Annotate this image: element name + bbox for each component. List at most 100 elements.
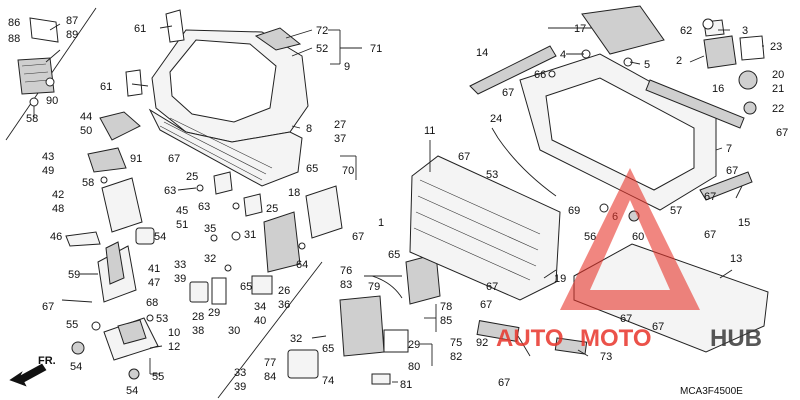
label-39b: 39 xyxy=(234,381,246,393)
label-57: 57 xyxy=(670,205,682,217)
label-2: 2 xyxy=(676,55,682,67)
label-49: 49 xyxy=(42,165,54,177)
bracket-part-25a xyxy=(213,171,233,195)
lamp-lens-part xyxy=(87,147,127,173)
switch-part-81 xyxy=(371,373,391,385)
label-29a: 29 xyxy=(208,307,220,319)
grommet-part xyxy=(29,97,39,107)
cap-part-62 xyxy=(702,18,714,30)
label-37: 37 xyxy=(334,133,346,145)
emblem-part xyxy=(29,17,59,43)
label-67n: 67 xyxy=(652,321,664,333)
label-73: 73 xyxy=(600,351,612,363)
label-91: 91 xyxy=(130,153,142,165)
label-5: 5 xyxy=(644,59,650,71)
label-81: 81 xyxy=(400,379,412,391)
leader-lines xyxy=(33,23,764,383)
label-3: 3 xyxy=(742,25,748,37)
clip-part xyxy=(45,77,55,87)
label-1: 1 xyxy=(378,217,384,229)
label-27: 27 xyxy=(334,119,346,131)
divider-bottom xyxy=(217,261,323,399)
label-63b: 63 xyxy=(198,201,210,213)
inner-tray-floor xyxy=(545,77,695,191)
label-30: 30 xyxy=(228,325,240,337)
label-18: 18 xyxy=(288,187,300,199)
label-71: 71 xyxy=(370,43,382,55)
label-8: 8 xyxy=(306,123,312,135)
label-67e: 67 xyxy=(502,87,514,99)
panel-part-29 xyxy=(211,277,227,305)
switch-part-28 xyxy=(189,281,209,303)
label-29b: 29 xyxy=(408,339,420,351)
nut-part-54b xyxy=(128,368,140,380)
label-48: 48 xyxy=(52,203,64,215)
lamp-bracket-part xyxy=(101,177,143,233)
panel-part-26 xyxy=(263,211,301,273)
label-59: 59 xyxy=(68,269,80,281)
watermark-triangle-icon xyxy=(560,168,700,310)
label-67a: 67 xyxy=(168,153,180,165)
direction-label: FR. xyxy=(38,355,56,367)
label-45: 45 xyxy=(176,205,188,217)
label-78: 78 xyxy=(440,301,452,313)
label-33b: 33 xyxy=(234,367,246,379)
screw-part xyxy=(100,176,108,184)
watermark-text-auto: AUTO xyxy=(496,325,564,352)
label-54c: 54 xyxy=(126,385,138,397)
label-67i: 67 xyxy=(704,229,716,241)
label-25a: 25 xyxy=(186,171,198,183)
trunk-ribs xyxy=(413,179,541,281)
label-32a: 32 xyxy=(204,253,216,265)
label-67j: 67 xyxy=(486,281,498,293)
label-10: 10 xyxy=(168,327,180,339)
nut-part-35 xyxy=(210,234,218,242)
label-9: 9 xyxy=(344,61,350,73)
label-43: 43 xyxy=(42,151,54,163)
label-25b: 25 xyxy=(266,203,278,215)
label-54a: 54 xyxy=(154,231,166,243)
label-53a: 53 xyxy=(156,313,168,325)
label-69: 69 xyxy=(568,205,580,217)
label-46: 46 xyxy=(50,231,62,243)
label-23: 23 xyxy=(770,41,782,53)
label-65d: 65 xyxy=(388,249,400,261)
trunk-body-part xyxy=(409,155,561,301)
label-31: 31 xyxy=(244,229,256,241)
label-20: 20 xyxy=(772,69,784,81)
label-26: 26 xyxy=(278,285,290,297)
label-80: 80 xyxy=(408,361,420,373)
label-92: 92 xyxy=(476,337,488,349)
label-70: 70 xyxy=(342,165,354,177)
reflector-part-92 xyxy=(476,320,520,342)
rail-part-15 xyxy=(699,171,753,201)
stay-part xyxy=(65,231,101,247)
label-90: 90 xyxy=(46,95,58,107)
panel-part-34 xyxy=(251,275,273,295)
harness-part-79 xyxy=(371,275,403,299)
label-34: 34 xyxy=(254,301,266,313)
nut-part-32a xyxy=(224,264,232,272)
label-54b: 54 xyxy=(70,361,82,373)
label-42: 42 xyxy=(52,189,64,201)
label-41: 41 xyxy=(148,263,160,275)
label-21: 21 xyxy=(772,83,784,95)
label-44: 44 xyxy=(80,111,92,123)
label-17: 17 xyxy=(574,23,586,35)
label-84: 84 xyxy=(264,371,276,383)
label-67k: 67 xyxy=(480,299,492,311)
label-67c: 67 xyxy=(458,151,470,163)
label-82: 82 xyxy=(450,351,462,363)
emblem-base-part xyxy=(17,57,55,95)
label-87: 87 xyxy=(66,15,78,27)
label-11: 11 xyxy=(424,125,435,137)
label-35: 35 xyxy=(204,223,216,235)
nut-part-66 xyxy=(548,70,556,78)
label-16: 16 xyxy=(712,83,724,95)
nut-part-54a xyxy=(71,341,85,355)
label-50: 50 xyxy=(80,125,92,137)
knob-part-20 xyxy=(738,70,758,90)
knob-part-22 xyxy=(743,101,757,115)
label-39a: 39 xyxy=(174,273,186,285)
label-56: 56 xyxy=(584,231,596,243)
